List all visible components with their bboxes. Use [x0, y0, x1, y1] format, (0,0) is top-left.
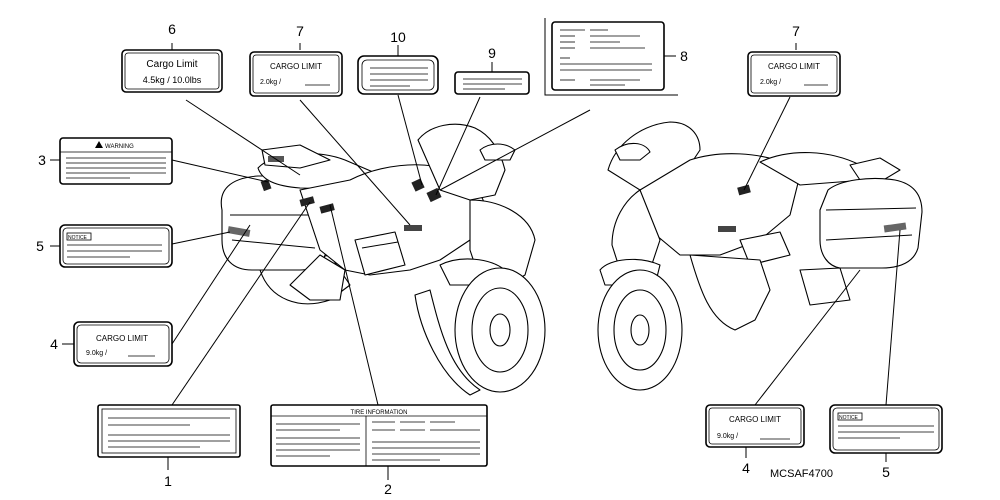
motorcycle-left-illustration: [220, 123, 546, 396]
callout-number-7: 7: [792, 23, 800, 39]
cargo-limit-title: Cargo Limit: [146, 59, 197, 70]
callout-number-6: 6: [168, 21, 176, 37]
callout-number-4: 4: [50, 336, 58, 352]
callout-number-4: 4: [742, 460, 750, 476]
callout-number-3: 3: [38, 152, 46, 168]
leader-lines: [50, 43, 901, 480]
label-1: 1: [97, 404, 241, 489]
label-8: 8: [544, 18, 688, 96]
cargo-limit-value: 9.0kg /: [86, 350, 107, 357]
motorcycle-right-illustration: [597, 121, 923, 391]
callout-number-2: 2: [384, 481, 392, 497]
label-2-tire-information: TIRE INFORMATION 2: [270, 404, 488, 497]
cargo-limit-value: 4.5kg / 10.0lbs: [143, 75, 202, 85]
diagram-code: MCSAF4700: [770, 468, 833, 480]
callout-number-5: 5: [882, 464, 890, 480]
callout-number-5: 5: [36, 238, 44, 254]
notice-title: NOTICE: [839, 415, 859, 421]
label-5-notice-right: NOTICE 5: [829, 404, 943, 480]
callout-number-10: 10: [390, 29, 406, 45]
label-4-cargo-limit-left: 4 CARGO LIMIT 9.0kg /: [50, 321, 173, 367]
label-7-cargo-limit-right: 7 CARGO LIMIT 2.0kg /: [747, 23, 841, 97]
cargo-limit-value: 2.0kg /: [260, 79, 281, 86]
tire-information-title: TIRE INFORMATION: [351, 410, 408, 416]
warning-title: WARNING: [105, 144, 134, 150]
label-7-cargo-limit-left: 7 CARGO LIMIT 2.0kg /: [249, 23, 343, 97]
label-4-cargo-limit-right: CARGO LIMIT 9.0kg / 4: [705, 404, 805, 476]
callout-number-8: 8: [680, 48, 688, 64]
label-5-notice-left: 5 NOTICE: [36, 224, 173, 268]
cargo-limit-value: 2.0kg /: [760, 79, 781, 86]
notice-title: NOTICE: [68, 235, 88, 241]
callout-number-7: 7: [296, 23, 304, 39]
callout-number-1: 1: [164, 473, 172, 489]
warning-triangle-icon: [95, 141, 103, 148]
cargo-limit-title: CARGO LIMIT: [768, 62, 820, 71]
cargo-limit-title: CARGO LIMIT: [729, 415, 781, 424]
label-9: 9: [454, 45, 530, 95]
cargo-limit-title: CARGO LIMIT: [96, 334, 148, 343]
label-6-cargo-limit: 6 Cargo Limit 4.5kg / 10.0lbs: [121, 21, 223, 93]
cargo-limit-value: 9.0kg /: [717, 433, 738, 440]
label-10: 10: [357, 29, 439, 95]
cargo-limit-title: CARGO LIMIT: [270, 62, 322, 71]
label-3-warning: 3 WARNING: [38, 137, 173, 185]
callout-number-9: 9: [488, 45, 496, 61]
